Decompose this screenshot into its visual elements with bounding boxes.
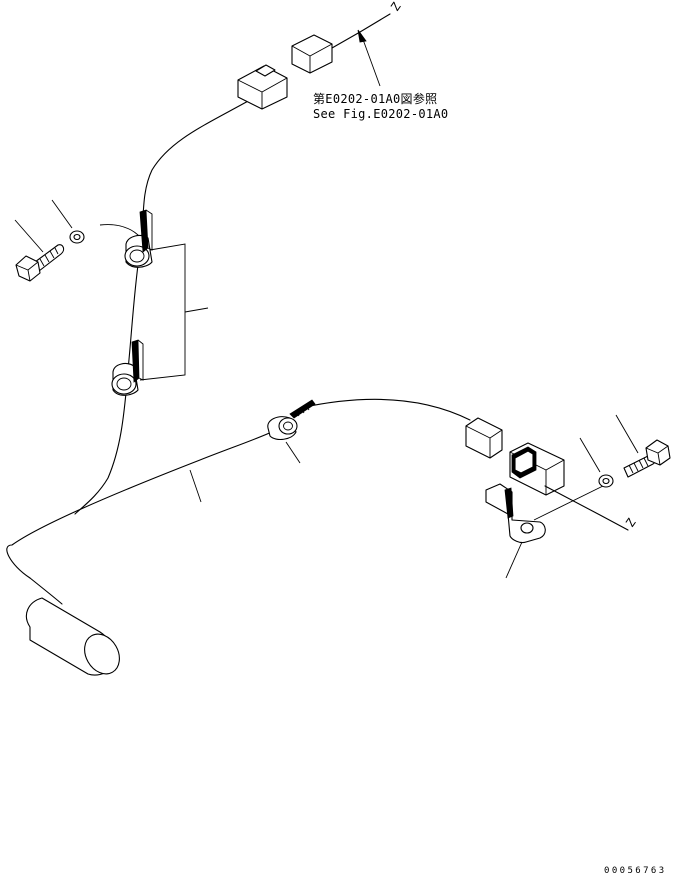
reference-note-en: See Fig.E0202-01A0 xyxy=(313,107,448,121)
drawing-number: 00056763 xyxy=(604,866,667,876)
right-ref-wire xyxy=(544,485,629,531)
clip-middle xyxy=(267,399,316,441)
main-wire-leader xyxy=(189,469,202,503)
top-connector-female xyxy=(237,64,288,110)
clip-upper xyxy=(124,209,153,268)
washer-right xyxy=(598,474,614,488)
reference-note-jp: 第E0202-01A0図参照 xyxy=(313,91,437,106)
top-connector-male xyxy=(291,34,333,74)
ref-callout-bottom: Z xyxy=(623,516,639,530)
washer-upper-left xyxy=(69,230,85,244)
clip-bracket xyxy=(139,243,209,381)
terminal-wire xyxy=(533,484,606,521)
right-connector-a xyxy=(465,417,503,459)
right-connector-b xyxy=(509,442,565,496)
ref-leader-top xyxy=(357,29,381,87)
bolt-upper-left-leader xyxy=(14,219,44,253)
ref-callout-top: Z xyxy=(388,0,404,14)
terminal-plate xyxy=(485,483,546,544)
upper-wire xyxy=(74,99,251,515)
washer-right-leader xyxy=(579,437,601,473)
main-wire xyxy=(6,429,277,579)
bolt-right xyxy=(623,439,671,478)
clip-middle-leader xyxy=(285,441,301,464)
main-wire-start xyxy=(29,577,63,605)
washer-upper-left-leader xyxy=(51,199,73,229)
bolt-upper-left xyxy=(15,244,65,282)
top-ref-wire xyxy=(331,13,391,49)
sensor-cylinder xyxy=(25,597,120,676)
bolt-right-leader xyxy=(615,414,639,454)
terminal-plate-leader xyxy=(505,541,523,579)
main-wire-right xyxy=(299,398,471,421)
clip-lower xyxy=(111,339,144,396)
